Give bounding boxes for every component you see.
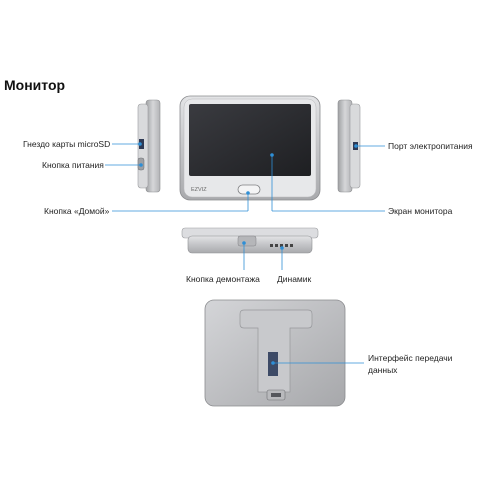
monitor-front-view: EZVIZ: [179, 95, 321, 201]
monitor-screen: [189, 104, 311, 176]
label-data-interface: Интерфейс передачи данных: [368, 352, 452, 376]
unmount-button-icon: [237, 235, 257, 247]
label-home-button: Кнопка «Домой»: [44, 206, 110, 216]
label-screen: Экран монитора: [388, 206, 453, 216]
monitor-back-view: [204, 299, 346, 407]
leader-lines: [105, 142, 385, 365]
label-microsd-slot: Гнездо карты microSD: [23, 139, 111, 149]
label-unmount-button: Кнопка демонтажа: [186, 274, 260, 284]
label-power-button: Кнопка питания: [42, 160, 104, 170]
label-speaker: Динамик: [277, 274, 312, 284]
label-data-interface-line1: Интерфейс передачи: [368, 353, 453, 363]
label-power-port: Порт электропитания: [388, 141, 473, 151]
brand-logo: EZVIZ: [191, 187, 207, 193]
monitor-left-side-view: [137, 99, 161, 193]
page-title: Монитор: [4, 77, 66, 93]
speaker-grille-icon: [270, 244, 293, 247]
label-data-interface-line2: данных: [368, 365, 398, 375]
monitor-bottom-view: [181, 227, 319, 254]
